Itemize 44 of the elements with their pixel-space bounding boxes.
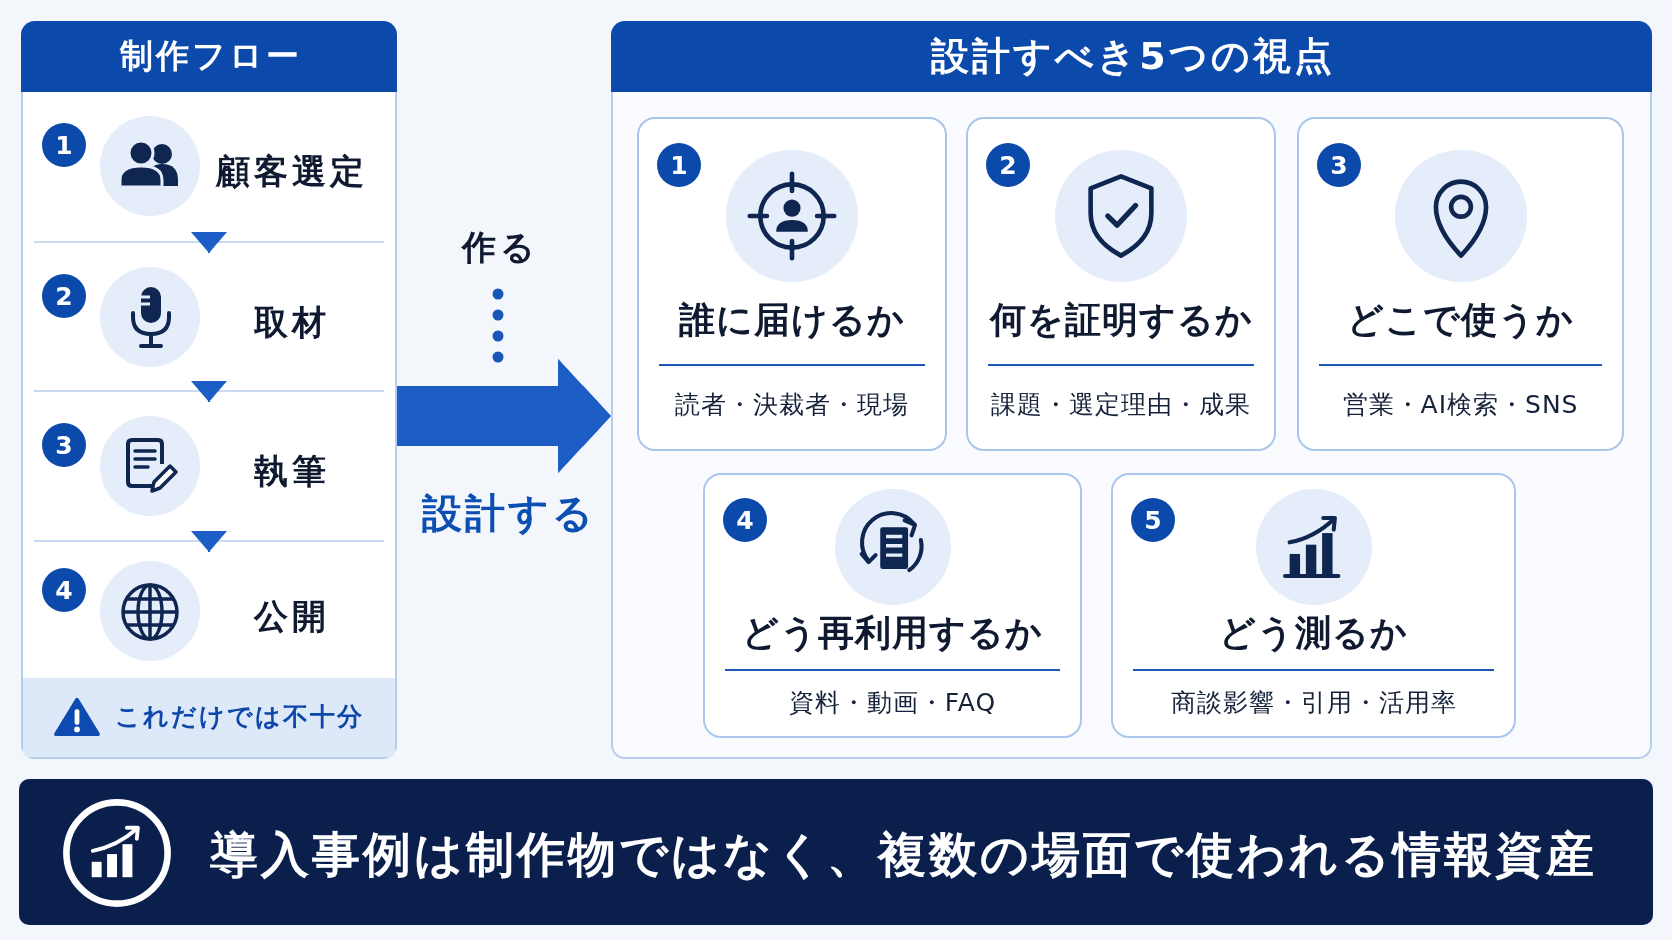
keyword-list: 読者・決裁者・現場 <box>675 390 909 420</box>
number-badge: 1 <box>42 123 86 167</box>
arrow <box>191 381 227 403</box>
step-label: 執筆 <box>253 450 330 492</box>
block-arrow <box>397 358 611 474</box>
heading: 何を証明するか <box>989 298 1253 342</box>
card <box>1297 117 1624 451</box>
panel-header: 制作フロー <box>21 21 397 92</box>
banner <box>19 779 1653 925</box>
panel <box>21 21 397 759</box>
label-text: 設計する <box>420 489 596 537</box>
banner-text: 導入事例は制作物ではなく、複数の場面で使われる情報資産 <box>210 826 1597 884</box>
number-badge: 1 <box>657 143 701 187</box>
step-label: 取材 <box>253 301 330 343</box>
heading: どこで使うか <box>1347 298 1574 342</box>
step-row <box>34 242 384 391</box>
label-text: 作る <box>460 226 539 268</box>
step-label: 顧客選定 <box>214 150 368 192</box>
heading: 誰に届けるか <box>679 298 905 342</box>
keyword-list: 資料・動画・FAQ <box>788 688 997 718</box>
number-badge: 2 <box>986 143 1030 187</box>
panel <box>611 21 1652 759</box>
keyword-list: 商談影響・引用・活用率 <box>1170 688 1457 718</box>
number-badge: 3 <box>1317 143 1361 187</box>
warning-text: これだけでは不十分 <box>115 702 364 732</box>
heading: どう測るか <box>1219 611 1408 655</box>
heading: どう再利用するか <box>742 611 1043 655</box>
card <box>1111 473 1516 738</box>
arrow <box>191 232 227 254</box>
card <box>966 117 1276 451</box>
panel-header: 設計すべき5つの視点 <box>611 21 1652 92</box>
note-band <box>23 678 395 757</box>
number-badge: 2 <box>42 274 86 318</box>
card <box>703 473 1082 738</box>
keyword-list: 課題・選定理由・成果 <box>991 390 1251 420</box>
card <box>637 117 947 451</box>
step-label: 公開 <box>252 595 330 637</box>
number-badge: 4 <box>723 498 767 542</box>
number-badge: 4 <box>42 568 86 612</box>
arrow <box>191 531 227 553</box>
number-badge: 5 <box>1131 498 1175 542</box>
keyword-list: 営業・AI検索・SNS <box>1342 390 1579 420</box>
number-badge: 3 <box>42 423 86 467</box>
step-row <box>34 391 384 541</box>
